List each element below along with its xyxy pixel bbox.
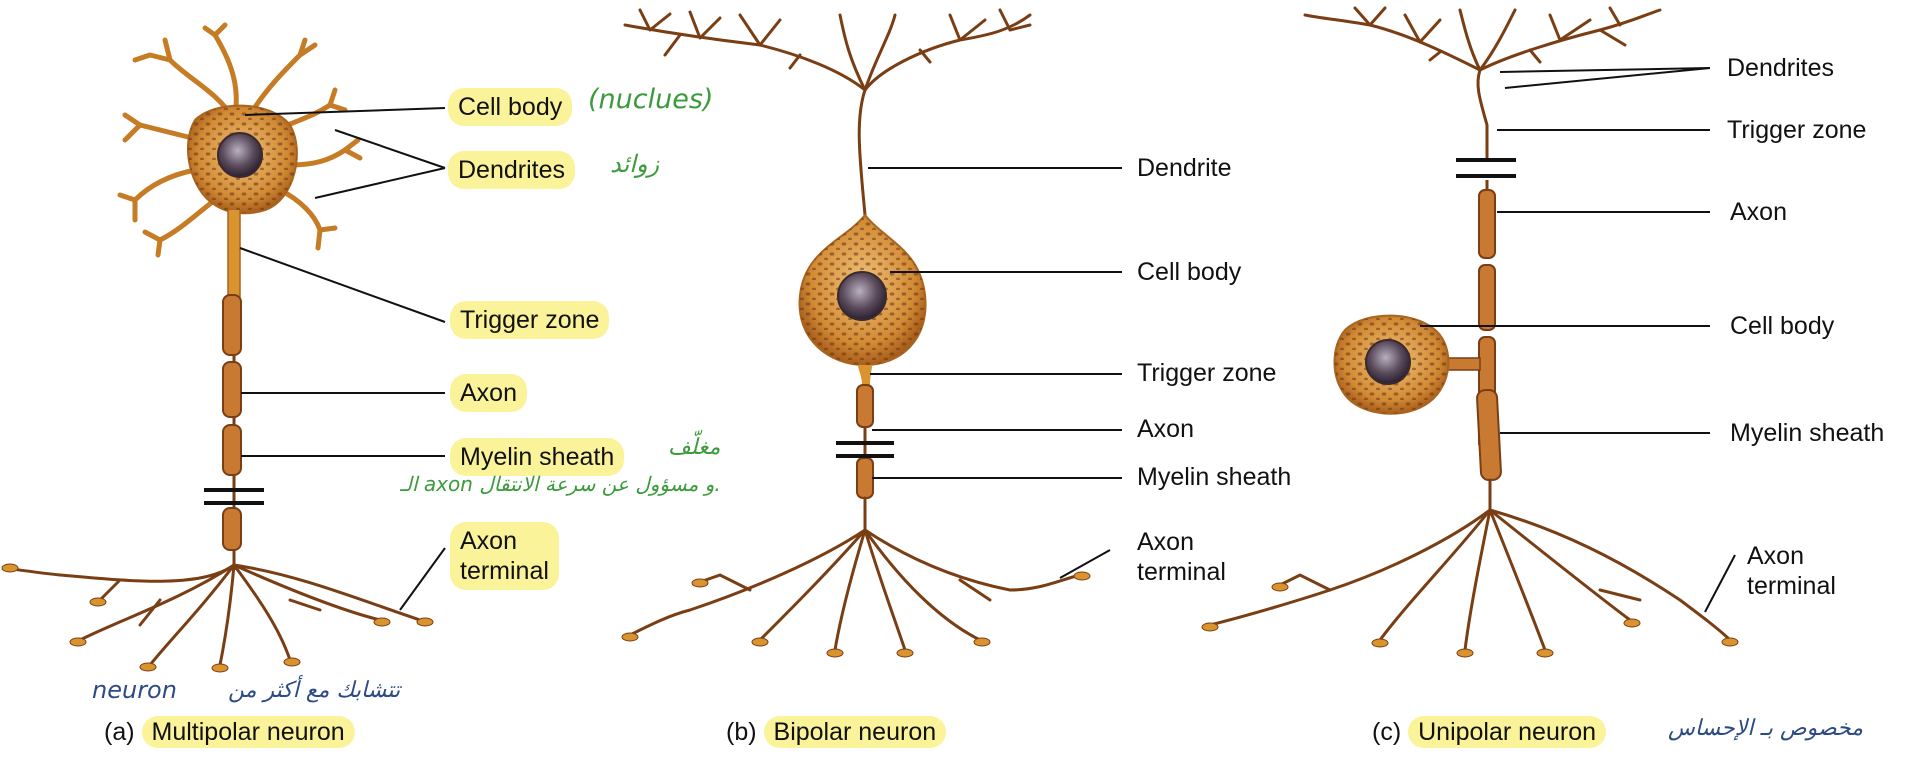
- label-multipolar-trigger-zone: Trigger zone: [450, 301, 609, 339]
- label-bipolar-myelin-sheath: Myelin sheath: [1137, 462, 1291, 492]
- caption-multipolar-prefix: (a): [104, 718, 135, 746]
- label-unipolar-trigger-zone: Trigger zone: [1727, 115, 1866, 145]
- note-dendrites-arabic: زوائد: [610, 150, 659, 178]
- bipolar-leader-lines: [868, 168, 1122, 578]
- label-bipolar-trigger-zone: Trigger zone: [1137, 358, 1276, 388]
- label-unipolar-dendrites: Dendrites: [1727, 53, 1834, 83]
- multipolar-neuron: [2, 25, 445, 672]
- note-myelin-arabic-1: مغلّف: [668, 435, 720, 460]
- label-unipolar-myelin-sheath: Myelin sheath: [1730, 418, 1884, 448]
- label-bipolar-cell-body: Cell body: [1137, 257, 1241, 287]
- multipolar-nucleus: [218, 133, 262, 177]
- label-multipolar-axon: Axon: [450, 374, 527, 412]
- caption-unipolar-prefix: (c): [1372, 718, 1401, 746]
- unipolar-nucleus: [1366, 340, 1410, 384]
- label-bipolar-axon-terminal-line1: Axon: [1137, 528, 1194, 556]
- note-neuron-arabic: تتشابك مع أكثر من: [228, 678, 400, 703]
- multipolar-axon-terminals: [5, 565, 420, 665]
- unipolar-leader-lines: [1420, 68, 1735, 612]
- bipolar-axon-terminals: [630, 498, 1080, 650]
- note-myelin-arabic-2: الـ axon و مسؤول عن سرعة الانتقال.: [400, 472, 721, 496]
- label-unipolar-axon-terminal: Axon terminal: [1747, 541, 1836, 601]
- label-bipolar-axon: Axon: [1137, 414, 1194, 444]
- caption-unipolar: (c) Unipolar neuron: [1372, 716, 1606, 748]
- multipolar-myelin-segments: [223, 295, 241, 550]
- label-bipolar-axon-terminal: Axon terminal: [1137, 527, 1226, 587]
- label-multipolar-axon-terminal-line1: Axon: [460, 527, 517, 555]
- label-bipolar-dendrite: Dendrite: [1137, 153, 1232, 183]
- caption-bipolar: (b) Bipolar neuron: [726, 716, 946, 748]
- caption-multipolar-name: Multipolar neuron: [142, 716, 355, 748]
- caption-bipolar-prefix: (b): [726, 718, 757, 746]
- label-multipolar-dendrites: Dendrites: [448, 151, 575, 189]
- note-nucleus: (nuclues): [588, 84, 713, 115]
- label-bipolar-axon-terminal-line2: terminal: [1137, 558, 1226, 586]
- unipolar-break-mark: [1456, 160, 1516, 176]
- caption-bipolar-name: Bipolar neuron: [764, 716, 947, 748]
- caption-multipolar: (a) Multipolar neuron: [104, 716, 355, 748]
- label-unipolar-axon-terminal-line1: Axon: [1747, 542, 1804, 570]
- bipolar-terminal-knobs: [622, 572, 1090, 657]
- unipolar-neuron: [1202, 8, 1738, 657]
- caption-unipolar-name: Unipolar neuron: [1408, 716, 1606, 748]
- note-neuron-english: neuron: [92, 676, 177, 704]
- label-multipolar-axon-terminal-line2: terminal: [460, 557, 549, 585]
- unipolar-dendrites: [1305, 8, 1660, 125]
- label-unipolar-cell-body: Cell body: [1730, 311, 1834, 341]
- label-multipolar-myelin-sheath: Myelin sheath: [450, 438, 624, 476]
- unipolar-myelin-segments: [1477, 190, 1502, 480]
- label-unipolar-axon-terminal-line2: terminal: [1747, 572, 1836, 600]
- label-multipolar-axon-terminal: Axon terminal: [450, 522, 559, 590]
- label-unipolar-axon: Axon: [1730, 197, 1787, 227]
- note-sense-arabic: مخصوص بـ الإحساس: [1668, 716, 1863, 741]
- bipolar-nucleus: [838, 272, 886, 320]
- unipolar-axon-terminals: [1210, 480, 1730, 650]
- label-multipolar-cell-body: Cell body: [448, 88, 572, 126]
